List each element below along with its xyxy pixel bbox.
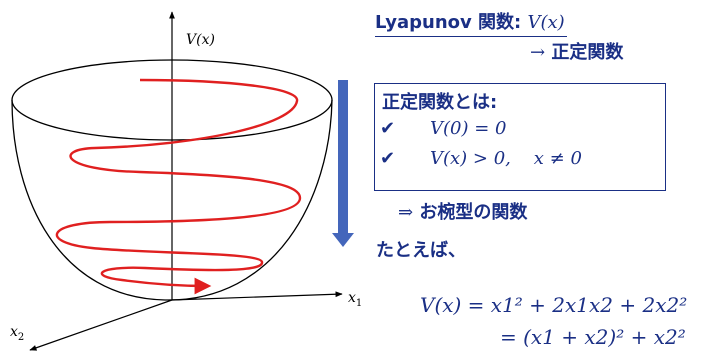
equation-line-2: = (x1 + x2)² + x2² (500, 325, 686, 349)
x1-axis-label: x1 (348, 290, 362, 309)
panel-title: Lyapunov 関数: V(x) (375, 8, 567, 37)
check-icon: ✔ (380, 118, 396, 139)
condition-2: ✔ V(x) > 0, x ≠ 0 (380, 148, 582, 169)
x2-axis (29, 299, 173, 351)
subtitle-text: 正定関数 (551, 42, 624, 63)
subtitle-arrow: → (530, 42, 546, 63)
condition-1: ✔ V(0) = 0 (380, 118, 506, 139)
title-underline (375, 35, 567, 37)
bowl-rim (11, 59, 333, 141)
title-prefix: Lyapunov 関数: (375, 12, 522, 33)
check-icon: ✔ (380, 148, 396, 169)
equation-line-1: V(x) = x1² + 2x1x2 + 2x2² (420, 293, 688, 317)
condition-1-text: V(0) = 0 (430, 118, 507, 139)
bowl-text: お椀型の関数 (419, 202, 528, 223)
definition-title: 正定関数とは: (382, 92, 498, 113)
trajectory-spiral (55, 78, 302, 295)
panel-subtitle: → 正定関数 (530, 38, 623, 64)
bowl-conclusion: ⇒ お椀型の関数 (398, 198, 527, 224)
condition-2-text: V(x) > 0, x ≠ 0 (430, 148, 582, 169)
x2-axis-label: x2 (10, 324, 24, 343)
decrease-arrow-head (332, 233, 354, 247)
x1-axis (171, 291, 343, 301)
example-label: たとえば、 (376, 240, 466, 261)
bowl-surface-outline (11, 99, 333, 301)
title-math: V(x) (527, 12, 565, 33)
implies-arrow: ⇒ (398, 202, 414, 223)
v-axis-label: V(x) (186, 32, 215, 48)
decrease-arrow-shaft (338, 80, 348, 235)
definition-box (374, 83, 666, 191)
